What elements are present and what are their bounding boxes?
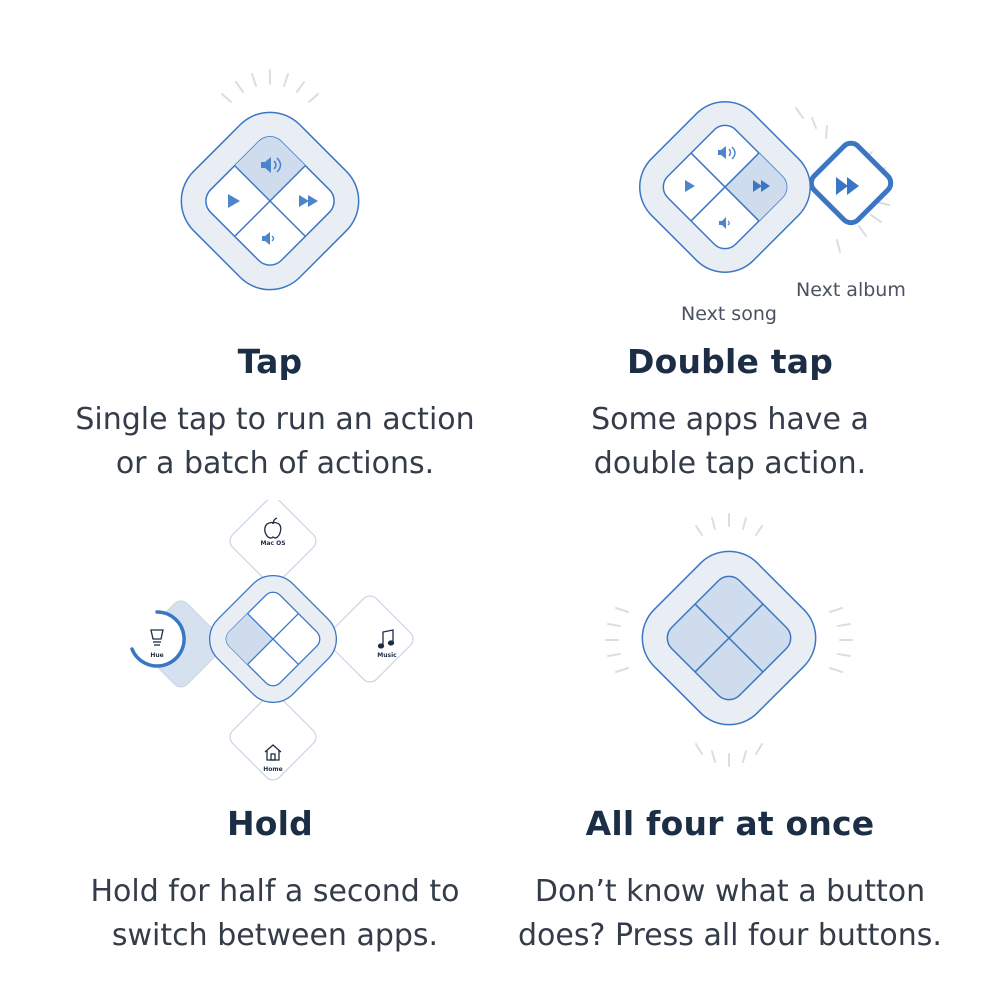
all-four-illustration [605, 513, 853, 767]
music-label: Music [377, 652, 397, 659]
hold-desc-line2: switch between apps. [111, 918, 439, 953]
double-tap-panel: Next album Next song Double tap Some app… [500, 0, 1000, 500]
hold-panel: Mac OS Music Home Hue Hold Hold for half… [0, 500, 500, 1000]
all-four-description: Don’t know what a button does? Press all… [480, 870, 980, 958]
tap-title: Tap [237, 342, 303, 381]
apple-icon [264, 517, 282, 539]
volume-up-icon [261, 157, 282, 173]
fast-forward-icon [299, 195, 318, 207]
next-album-label: Next album [796, 279, 906, 301]
tap-desc-line2: or a batch of actions. [115, 446, 435, 481]
volume-down-icon [262, 232, 275, 245]
next-song-label: Next song [681, 303, 777, 325]
double-tap-illustration [638, 100, 894, 274]
fast-forward-icon [753, 180, 770, 192]
all-four-title: All four at once [585, 804, 875, 843]
app-tile-home[interactable] [226, 690, 319, 783]
hold-description: Hold for half a second to switch between… [25, 870, 525, 958]
hue-progress-arc [130, 610, 186, 668]
all-four-panel: All four at once Don’t know what a butto… [500, 500, 1000, 1000]
double-tap-desc-line2: double tap action. [593, 446, 867, 481]
volume-up-icon [718, 146, 736, 160]
all-four-desc-line2: does? Press all four buttons. [518, 918, 942, 953]
tap-panel: Tap Single tap to run an action or a bat… [0, 0, 500, 500]
double-tap-desc-line1: Some apps have a [591, 402, 869, 437]
double-tap-description: Some apps have a double tap action. [480, 398, 980, 486]
app-tile-macos[interactable] [226, 500, 319, 588]
hold-key-left-active[interactable] [222, 613, 273, 665]
hue-label: Hue [150, 652, 163, 659]
play-icon [685, 180, 695, 192]
hold-desc-line1: Hold for half a second to [90, 874, 460, 909]
home-icon [264, 744, 282, 761]
home-label: Home [263, 766, 282, 773]
macos-label: Mac OS [260, 540, 285, 547]
play-icon [228, 194, 240, 208]
all-four-desc-line1: Don’t know what a button [534, 874, 926, 909]
tap-description: Single tap to run an action or a batch o… [25, 398, 525, 486]
hold-title: Hold [226, 804, 314, 843]
hold-illustration: Mac OS Music Home Hue [130, 500, 416, 783]
bulb-icon [150, 629, 164, 646]
volume-down-icon [719, 217, 730, 229]
all-four-rays [605, 513, 853, 767]
double-tap-title: Double tap [626, 342, 834, 381]
tap-rays [221, 69, 319, 103]
music-note-icon [377, 629, 395, 649]
app-tile-music[interactable] [323, 592, 416, 685]
tap-desc-line1: Single tap to run an action [75, 402, 475, 437]
next-album-icon [836, 177, 859, 195]
tap-illustration [180, 69, 360, 291]
